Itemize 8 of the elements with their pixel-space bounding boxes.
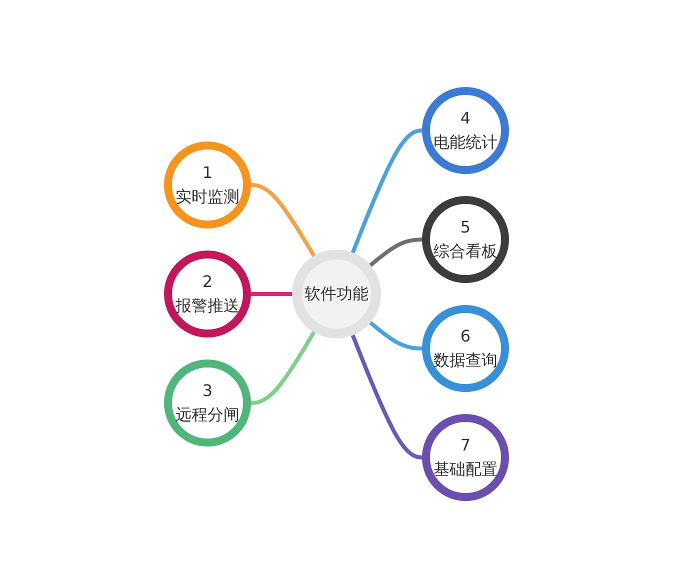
node-circle: 4 电能统计 — [422, 87, 509, 174]
node-circle: 1 实时监测 — [164, 142, 251, 228]
node-circle: 5 综合看板 — [422, 196, 509, 283]
node-circle: 2 报警推送 — [164, 250, 251, 338]
node-circle: 3 远程分闸 — [164, 360, 251, 446]
node-circle: 6 数据查询 — [422, 305, 509, 392]
node-circle: 7 基础配置 — [422, 414, 509, 501]
node-circle: 软件功能 — [292, 250, 381, 338]
